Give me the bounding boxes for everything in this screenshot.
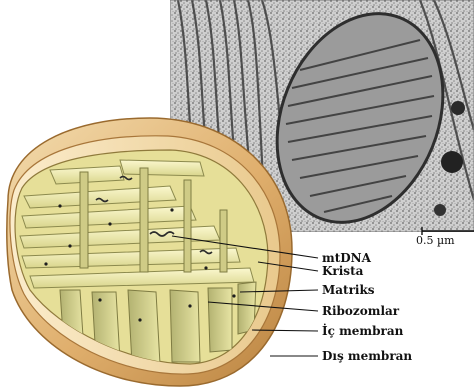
label-matriks: Matriks	[322, 283, 375, 297]
label-ribozomlar: Ribozomlar	[322, 304, 400, 318]
label-dis-membran: Dış membran	[322, 349, 412, 363]
mitochondrion-illustration	[7, 118, 292, 386]
label-mtdna: mtDNA	[322, 251, 372, 265]
labels: mtDNA Krista Matriks Ribozomlar İç membr…	[322, 251, 412, 363]
label-ic-membran: İç membran	[322, 323, 404, 338]
scale-bar-label: 0.5 µm	[416, 234, 455, 247]
label-krista: Krista	[322, 264, 364, 278]
